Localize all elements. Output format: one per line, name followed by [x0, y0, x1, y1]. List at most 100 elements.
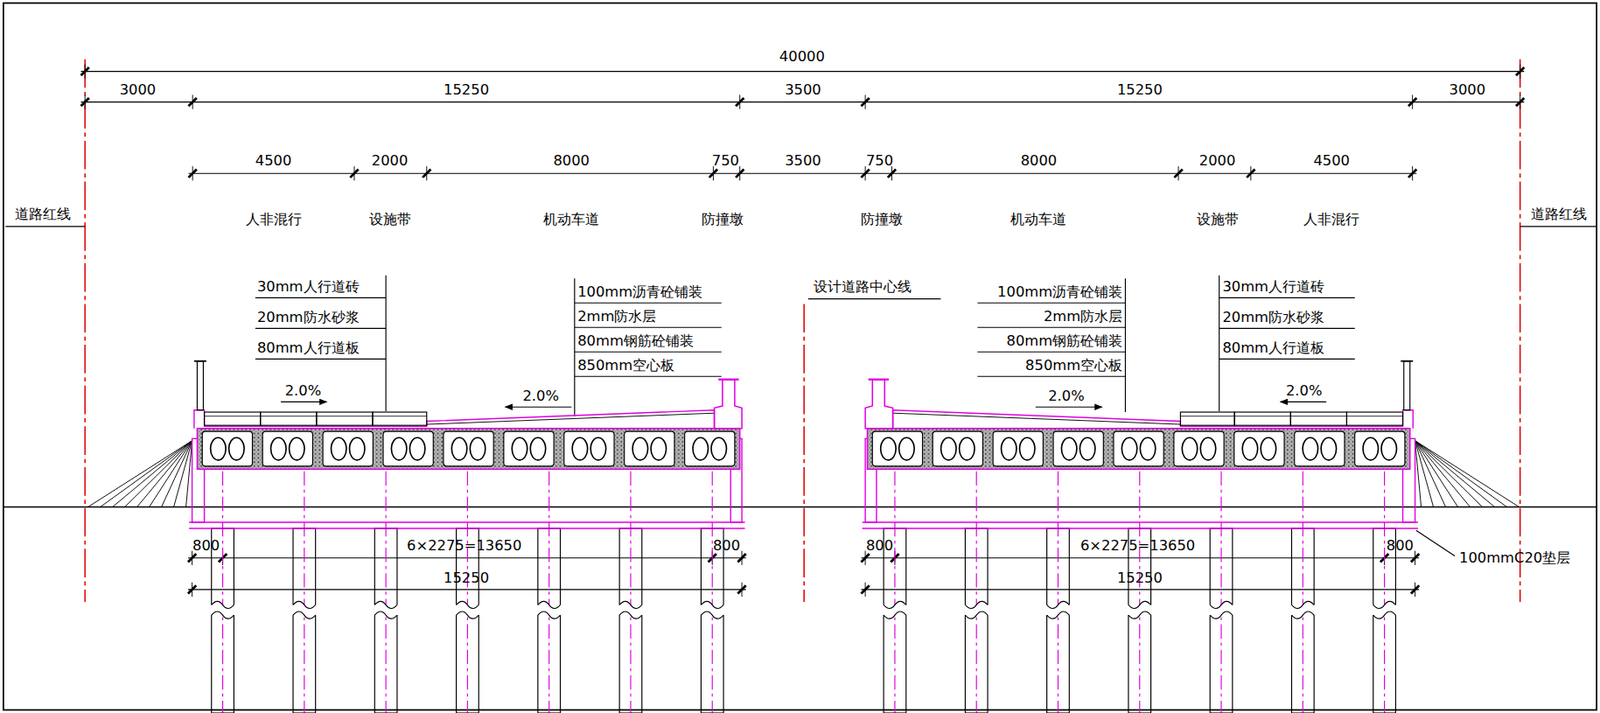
pile-axis: [1383, 471, 1385, 713]
dimension-value: 750: [712, 153, 740, 168]
leader-line: [808, 298, 942, 300]
dimension-tick: [422, 169, 431, 178]
dimension-tick: [1516, 67, 1524, 76]
g-shape: [84, 59, 1520, 602]
part-label: 20mm防水砂浆: [257, 310, 360, 325]
pile-break: [537, 611, 561, 619]
embankment-hatch: [100, 440, 193, 508]
dimension-tick: [1246, 169, 1255, 178]
left-structure: [88, 361, 746, 713]
slab-void: [590, 437, 606, 461]
embankment-hatch: [125, 440, 193, 508]
leader-line: [255, 328, 386, 329]
red-line: [1519, 59, 1522, 602]
dimension-tick: [709, 169, 718, 178]
pile-break: [883, 611, 907, 619]
pile-break: [1047, 600, 1070, 608]
pile-break-gap: [618, 604, 643, 615]
part-label: 设施带: [1196, 212, 1239, 227]
hollow-slab: [684, 431, 735, 467]
pile-break-gap: [292, 604, 317, 615]
pile: [1291, 528, 1314, 713]
sidewalk-plate: [372, 412, 427, 426]
pavement-layer: [893, 412, 1181, 425]
pile-break-gap: [964, 604, 989, 615]
pile-break-gap: [1127, 604, 1153, 615]
slab-void: [391, 437, 406, 461]
pile-axis: [894, 471, 895, 713]
pile-break-gap: [699, 604, 725, 615]
slab-void: [632, 437, 648, 461]
embankment-hatch: [1415, 440, 1508, 508]
hollow-slab: [1173, 431, 1224, 467]
leader-line: [574, 376, 722, 378]
pile-axis: [548, 471, 550, 713]
pile-break-gap: [373, 604, 399, 615]
ground-line: [3, 506, 1597, 508]
cap-beam: [188, 527, 745, 530]
pile: [1047, 528, 1070, 713]
pile-break: [456, 611, 480, 619]
leader-line: [5, 225, 85, 227]
part-label: 100mmC20垫层: [1459, 551, 1571, 566]
hollow-slab: [624, 431, 675, 467]
pile-break: [1128, 600, 1152, 608]
dimension-value: 3000: [1449, 82, 1487, 97]
pile-break: [293, 600, 316, 608]
dimension-value: 800: [712, 538, 741, 553]
part-label: 防撞墩: [701, 212, 744, 227]
barrier-cap: [868, 378, 889, 381]
embankment-hatch: [161, 440, 193, 508]
hollow-slab: [1294, 431, 1345, 467]
pile-break: [1128, 611, 1152, 619]
hollow-slab: [1355, 431, 1405, 467]
dimension-value: 800: [192, 538, 220, 553]
hollow-slab: [262, 431, 313, 467]
slab-void: [469, 437, 485, 461]
part-label: 设施带: [369, 212, 412, 227]
pile-break: [1291, 611, 1314, 619]
dimension-tick: [737, 585, 746, 594]
embankment-hatch: [149, 440, 193, 508]
slope-arrow: [280, 401, 327, 403]
dimension-tick: [737, 553, 746, 562]
pile-axis: [1302, 471, 1304, 713]
pile-break-gap: [1290, 604, 1315, 615]
dimension-value: 800: [1386, 538, 1414, 553]
railing-post: [1404, 361, 1411, 411]
pile-axis: [1138, 471, 1140, 713]
pile-break: [700, 600, 724, 608]
part-label: 机动车道: [1010, 212, 1067, 227]
pile-axis: [467, 471, 469, 713]
railing-post: [196, 361, 203, 411]
slab-void: [959, 437, 975, 461]
slab-void: [1260, 437, 1276, 461]
dimension-tick: [860, 169, 869, 178]
embankment-hatch: [1415, 440, 1496, 508]
dimension-tick: [1411, 585, 1419, 594]
railing-top: [1400, 360, 1413, 363]
slab-void: [511, 437, 527, 461]
part-label: 2mm防水层: [1043, 308, 1123, 323]
dimension-tick: [1408, 169, 1417, 178]
dimension-tick: [860, 97, 869, 106]
slab-void: [880, 437, 896, 461]
pile-break: [537, 600, 561, 608]
dimension-value: 15250: [443, 571, 490, 586]
sidewalk-plate: [1290, 412, 1347, 426]
dimension-tick: [860, 585, 869, 594]
slab-void: [899, 437, 915, 461]
hollow-slab: [932, 431, 983, 467]
slab-void: [271, 437, 287, 461]
hollow-slab: [1234, 431, 1285, 467]
part-label: 100mm沥青砼铺装: [577, 284, 703, 299]
sidewalk-plate: [316, 412, 373, 426]
crash-barrier: [714, 379, 742, 429]
pile: [293, 528, 316, 713]
leader-line: [574, 327, 722, 329]
hollow-slab: [872, 431, 923, 467]
pile-break-gap: [454, 604, 480, 615]
cap-beam: [188, 521, 745, 524]
embankment-hatch: [88, 440, 193, 508]
embankment-hatch: [1415, 440, 1434, 508]
